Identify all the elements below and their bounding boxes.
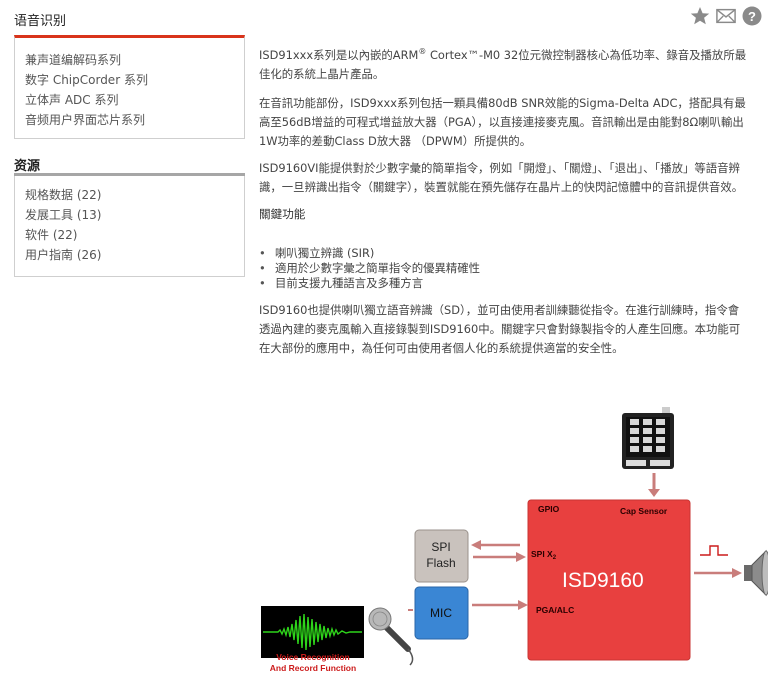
keypad-icon <box>622 407 674 469</box>
resource-link-dev-tools[interactable]: 发展工具 (13) <box>25 208 102 222</box>
resources-title: 资源 <box>14 159 41 174</box>
list-item: 喇叭獨立辨識 (SIR) <box>259 246 749 261</box>
microphone-icon <box>368 607 414 666</box>
intro-text-end: Cortex™-M0 32位元微控制器核心為低功率、錄音及播放所最佳化的系統上晶… <box>259 48 747 81</box>
sidebar-link-audio-ui-series[interactable]: 音频用户界面芯片系列 <box>25 113 146 127</box>
resources-box: 规格数据 (22) 发展工具 (13) 软件 (22) 用户指南 (26) <box>14 176 245 277</box>
registered-mark: ® <box>418 47 427 57</box>
gpio-label: GPIO <box>538 504 560 514</box>
output-arrow <box>694 545 742 578</box>
recognition-paragraph: ISD9160VI能提供對於少數字彙的簡單指令，例如「開燈」、「關燈」、「退出」… <box>259 161 744 194</box>
product-series-box: 兼声道编解码系列 数字 ChipCorder 系列 立体声 ADC 系列 音频用… <box>14 35 245 139</box>
mic-block <box>414 586 469 640</box>
spi-flash-label-2: Flash <box>426 556 455 570</box>
features-list: 喇叭獨立辨識 (SIR) 適用於少數字彙之簡單指令的優異精確性 目前支援九種語言… <box>259 246 749 291</box>
intro-paragraph: ISD91xxx系列是以內嵌的ARM® Cortex™-M0 32位元微控制器核… <box>259 46 749 84</box>
spi-flash-label-1: SPI <box>431 540 450 554</box>
intro-text-start: ISD91xxx系列是以內嵌的ARM <box>259 48 419 62</box>
resource-link-datasheets[interactable]: 规格数据 (22) <box>25 188 102 202</box>
voice-caption-line1: Voice Recognition <box>276 652 350 662</box>
block-diagram: GPIO Cap Sensor SPI X2 ISD9160 PGA/ALC S… <box>258 405 768 695</box>
resources-divider <box>14 173 245 176</box>
audio-paragraph: 在音訊功能部份，ISD9xxx系列包括一顆具備80dB SNR效能的Sigma-… <box>259 96 746 148</box>
training-paragraph: ISD9160也提供喇叭獨立語音辨識（SD），並可由使用者訓練聽從指令。在進行訓… <box>259 303 741 355</box>
cap-sensor-label: Cap Sensor <box>620 506 668 516</box>
svg-text:?: ? <box>748 9 756 24</box>
resource-link-user-guides[interactable]: 用户指南 (26) <box>25 248 102 262</box>
mail-icon[interactable] <box>716 6 736 26</box>
help-icon[interactable]: ? <box>742 6 762 26</box>
chip-name: ISD9160 <box>562 569 644 592</box>
spi-x2-label: SPI X2 <box>531 549 557 561</box>
header-toolbar: ? <box>690 6 762 26</box>
mic-arrow <box>472 600 528 610</box>
resource-link-software[interactable]: 软件 (22) <box>25 228 78 242</box>
pga-alc-label: PGA/ALC <box>536 605 574 615</box>
list-item: 適用於少數字彙之簡單指令的優異精確性 <box>259 261 749 276</box>
voice-caption-line2: And Record Function <box>270 663 356 673</box>
page-title: 语音识别 <box>14 14 67 29</box>
sidebar-link-chipcorder-series[interactable]: 数字 ChipCorder 系列 <box>25 73 148 87</box>
mic-label: MIC <box>430 606 452 620</box>
list-item: 目前支援九種語言及多種方言 <box>259 276 749 291</box>
spi-arrows <box>471 540 526 562</box>
speaker-icon <box>744 549 768 597</box>
sidebar-link-codec-series[interactable]: 兼声道编解码系列 <box>25 53 122 67</box>
star-icon[interactable] <box>690 6 710 26</box>
isd9160-chip <box>527 499 691 661</box>
waveform-icon <box>263 613 362 651</box>
sidebar-link-stereo-adc-series[interactable]: 立体声 ADC 系列 <box>25 93 119 107</box>
spi-flash-block <box>414 529 469 583</box>
features-heading: 關鍵功能 <box>259 207 306 221</box>
keypad-arrow <box>648 473 660 497</box>
main-content: ISD91xxx系列是以內嵌的ARM® Cortex™-M0 32位元微控制器核… <box>259 46 749 366</box>
